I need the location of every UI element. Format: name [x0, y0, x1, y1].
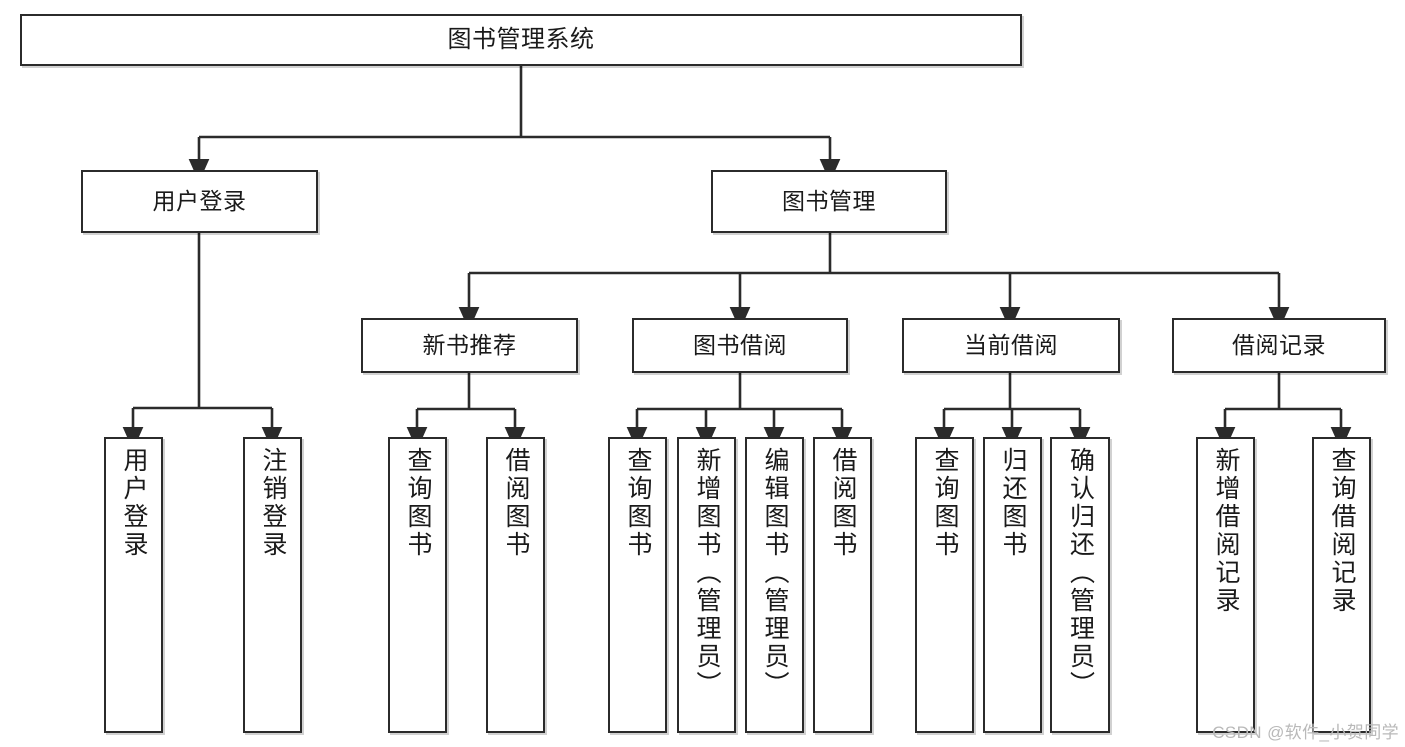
node-leaf-confirm-return[interactable]: 确认归还（管理员）: [1050, 437, 1110, 733]
node-user-login-label: 用户登录: [152, 187, 247, 214]
node-leaf-add-record-label: 新增借阅记录: [1212, 447, 1240, 615]
node-leaf-user-login-label: 用户登录: [120, 447, 148, 559]
node-leaf-borrow-book-rec-label: 借阅图书: [502, 447, 530, 559]
node-leaf-add-book-label: 新增图书（管理员）: [693, 447, 721, 699]
node-leaf-add-book[interactable]: 新增图书（管理员）: [677, 437, 736, 733]
node-book-manage-label: 图书管理: [782, 187, 876, 214]
node-leaf-add-record[interactable]: 新增借阅记录: [1196, 437, 1255, 733]
node-leaf-edit-book[interactable]: 编辑图书（管理员）: [745, 437, 804, 733]
watermark: CSDN @软件_小贺同学: [1212, 723, 1399, 742]
node-leaf-borrow-book-br[interactable]: 借阅图书: [813, 437, 872, 733]
node-leaf-edit-book-label: 编辑图书（管理员）: [761, 447, 789, 699]
node-current-borrow-label: 当前借阅: [964, 331, 1058, 358]
node-root[interactable]: 图书管理系统: [20, 14, 1022, 66]
node-new-book-recommend[interactable]: 新书推荐: [361, 318, 578, 373]
node-user-login[interactable]: 用户登录: [81, 170, 318, 233]
node-leaf-query-book-br-label: 查询图书: [624, 447, 652, 559]
node-leaf-query-record-label: 查询借阅记录: [1328, 447, 1356, 615]
node-leaf-query-book-rec-label: 查询图书: [404, 447, 432, 559]
node-leaf-query-book-cb[interactable]: 查询图书: [915, 437, 974, 733]
node-leaf-borrow-book-rec[interactable]: 借阅图书: [486, 437, 545, 733]
node-leaf-query-record[interactable]: 查询借阅记录: [1312, 437, 1371, 733]
node-book-borrow[interactable]: 图书借阅: [632, 318, 848, 373]
node-current-borrow[interactable]: 当前借阅: [902, 318, 1120, 373]
node-leaf-query-book-cb-label: 查询图书: [931, 447, 959, 559]
node-new-book-recommend-label: 新书推荐: [422, 331, 517, 358]
node-book-manage[interactable]: 图书管理: [711, 170, 947, 233]
node-leaf-return-book[interactable]: 归还图书: [983, 437, 1042, 733]
node-leaf-logout-label: 注销登录: [259, 447, 287, 559]
node-book-borrow-label: 图书借阅: [693, 331, 787, 358]
node-root-label: 图书管理系统: [447, 25, 595, 53]
node-borrow-record[interactable]: 借阅记录: [1172, 318, 1386, 373]
node-leaf-return-book-label: 归还图书: [999, 447, 1027, 559]
node-leaf-query-book-rec[interactable]: 查询图书: [388, 437, 447, 733]
node-leaf-logout[interactable]: 注销登录: [243, 437, 302, 733]
node-leaf-user-login[interactable]: 用户登录: [104, 437, 163, 733]
node-leaf-borrow-book-br-label: 借阅图书: [829, 447, 857, 559]
node-borrow-record-label: 借阅记录: [1232, 331, 1326, 358]
node-leaf-confirm-return-label: 确认归还（管理员）: [1066, 447, 1095, 699]
node-leaf-query-book-br[interactable]: 查询图书: [608, 437, 667, 733]
